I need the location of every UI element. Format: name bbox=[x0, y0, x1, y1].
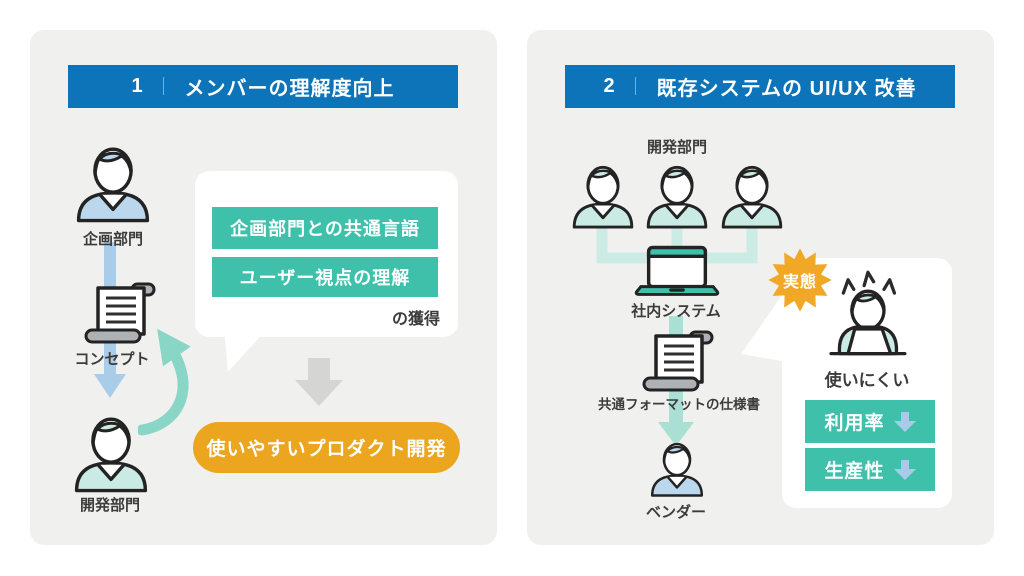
section-title-2: 2 ｜ 既存システムの UI/UX 改善 bbox=[565, 65, 955, 108]
person-icon-developer-1 bbox=[572, 165, 634, 229]
speech-bubble-tail bbox=[741, 288, 787, 362]
laptop-icon bbox=[634, 245, 720, 296]
person-icon-planning bbox=[76, 147, 150, 223]
development-dept-label: 開発部門 bbox=[79, 497, 141, 514]
spec-label: 共通フォーマットの仕様書 bbox=[598, 397, 760, 412]
scroll-document-icon-concept bbox=[84, 282, 156, 344]
person-icon-developer-2 bbox=[646, 165, 708, 229]
metric-label: 生産性 bbox=[824, 461, 885, 482]
section-title-text: メンバーの理解度向上 bbox=[184, 78, 395, 100]
planning-dept-label: 企画部門 bbox=[82, 231, 144, 248]
down-arrow-icon bbox=[893, 411, 916, 432]
gains-speech-bubble: 企画部門との共通言語 ユーザー視点の理解 の獲得 bbox=[195, 171, 458, 337]
down-arrow-icon bbox=[893, 459, 916, 480]
section-number: 2 bbox=[603, 75, 616, 97]
section-title-1: 1 ｜ メンバーの理解度向上 bbox=[68, 65, 458, 108]
section-member-understanding: 1 ｜ メンバーの理解度向上 企画部門 コンセプト 開発部門 bbox=[30, 30, 497, 545]
person-icon-developer-3 bbox=[721, 165, 783, 229]
title-divider: ｜ bbox=[626, 76, 646, 97]
reality-burst-badge: 実態 bbox=[767, 247, 833, 313]
section-title-text: 既存システムの UI/UX 改善 bbox=[656, 78, 917, 100]
metric-usage-rate: 利用率 bbox=[805, 400, 935, 443]
stressed-user-icon bbox=[829, 270, 907, 356]
speech-bubble-tail bbox=[224, 328, 268, 372]
outcome-pill: 使いやすいプロダクト開発 bbox=[193, 422, 460, 473]
metric-label: 利用率 bbox=[824, 413, 885, 434]
reality-badge-label: 実態 bbox=[782, 274, 817, 291]
metric-productivity: 生産性 bbox=[805, 448, 935, 491]
complaint-label: 使いにくい bbox=[824, 371, 910, 390]
concept-label: コンセプト bbox=[74, 351, 150, 368]
section-number: 1 bbox=[131, 75, 144, 97]
gains-suffix-label: の獲得 bbox=[391, 311, 440, 328]
highlight-user-perspective: ユーザー視点の理解 bbox=[212, 257, 438, 297]
curved-feedback-arrow-icon bbox=[138, 328, 191, 436]
development-group-label: 開発部門 bbox=[646, 139, 708, 156]
vendor-label: ベンダー bbox=[645, 504, 707, 521]
scroll-document-icon-spec bbox=[642, 330, 714, 392]
highlight-common-language: 企画部門との共通言語 bbox=[212, 207, 438, 249]
block-arrow-down-icon bbox=[295, 358, 343, 406]
burst-star-icon bbox=[768, 248, 832, 312]
title-divider: ｜ bbox=[154, 76, 174, 97]
section-uiux-improvement: 2 ｜ 既存システムの UI/UX 改善 開発部門 bbox=[527, 30, 994, 545]
person-icon-vendor bbox=[650, 442, 704, 497]
person-icon-development bbox=[74, 417, 148, 493]
internal-system-label: 社内システム bbox=[631, 303, 721, 320]
